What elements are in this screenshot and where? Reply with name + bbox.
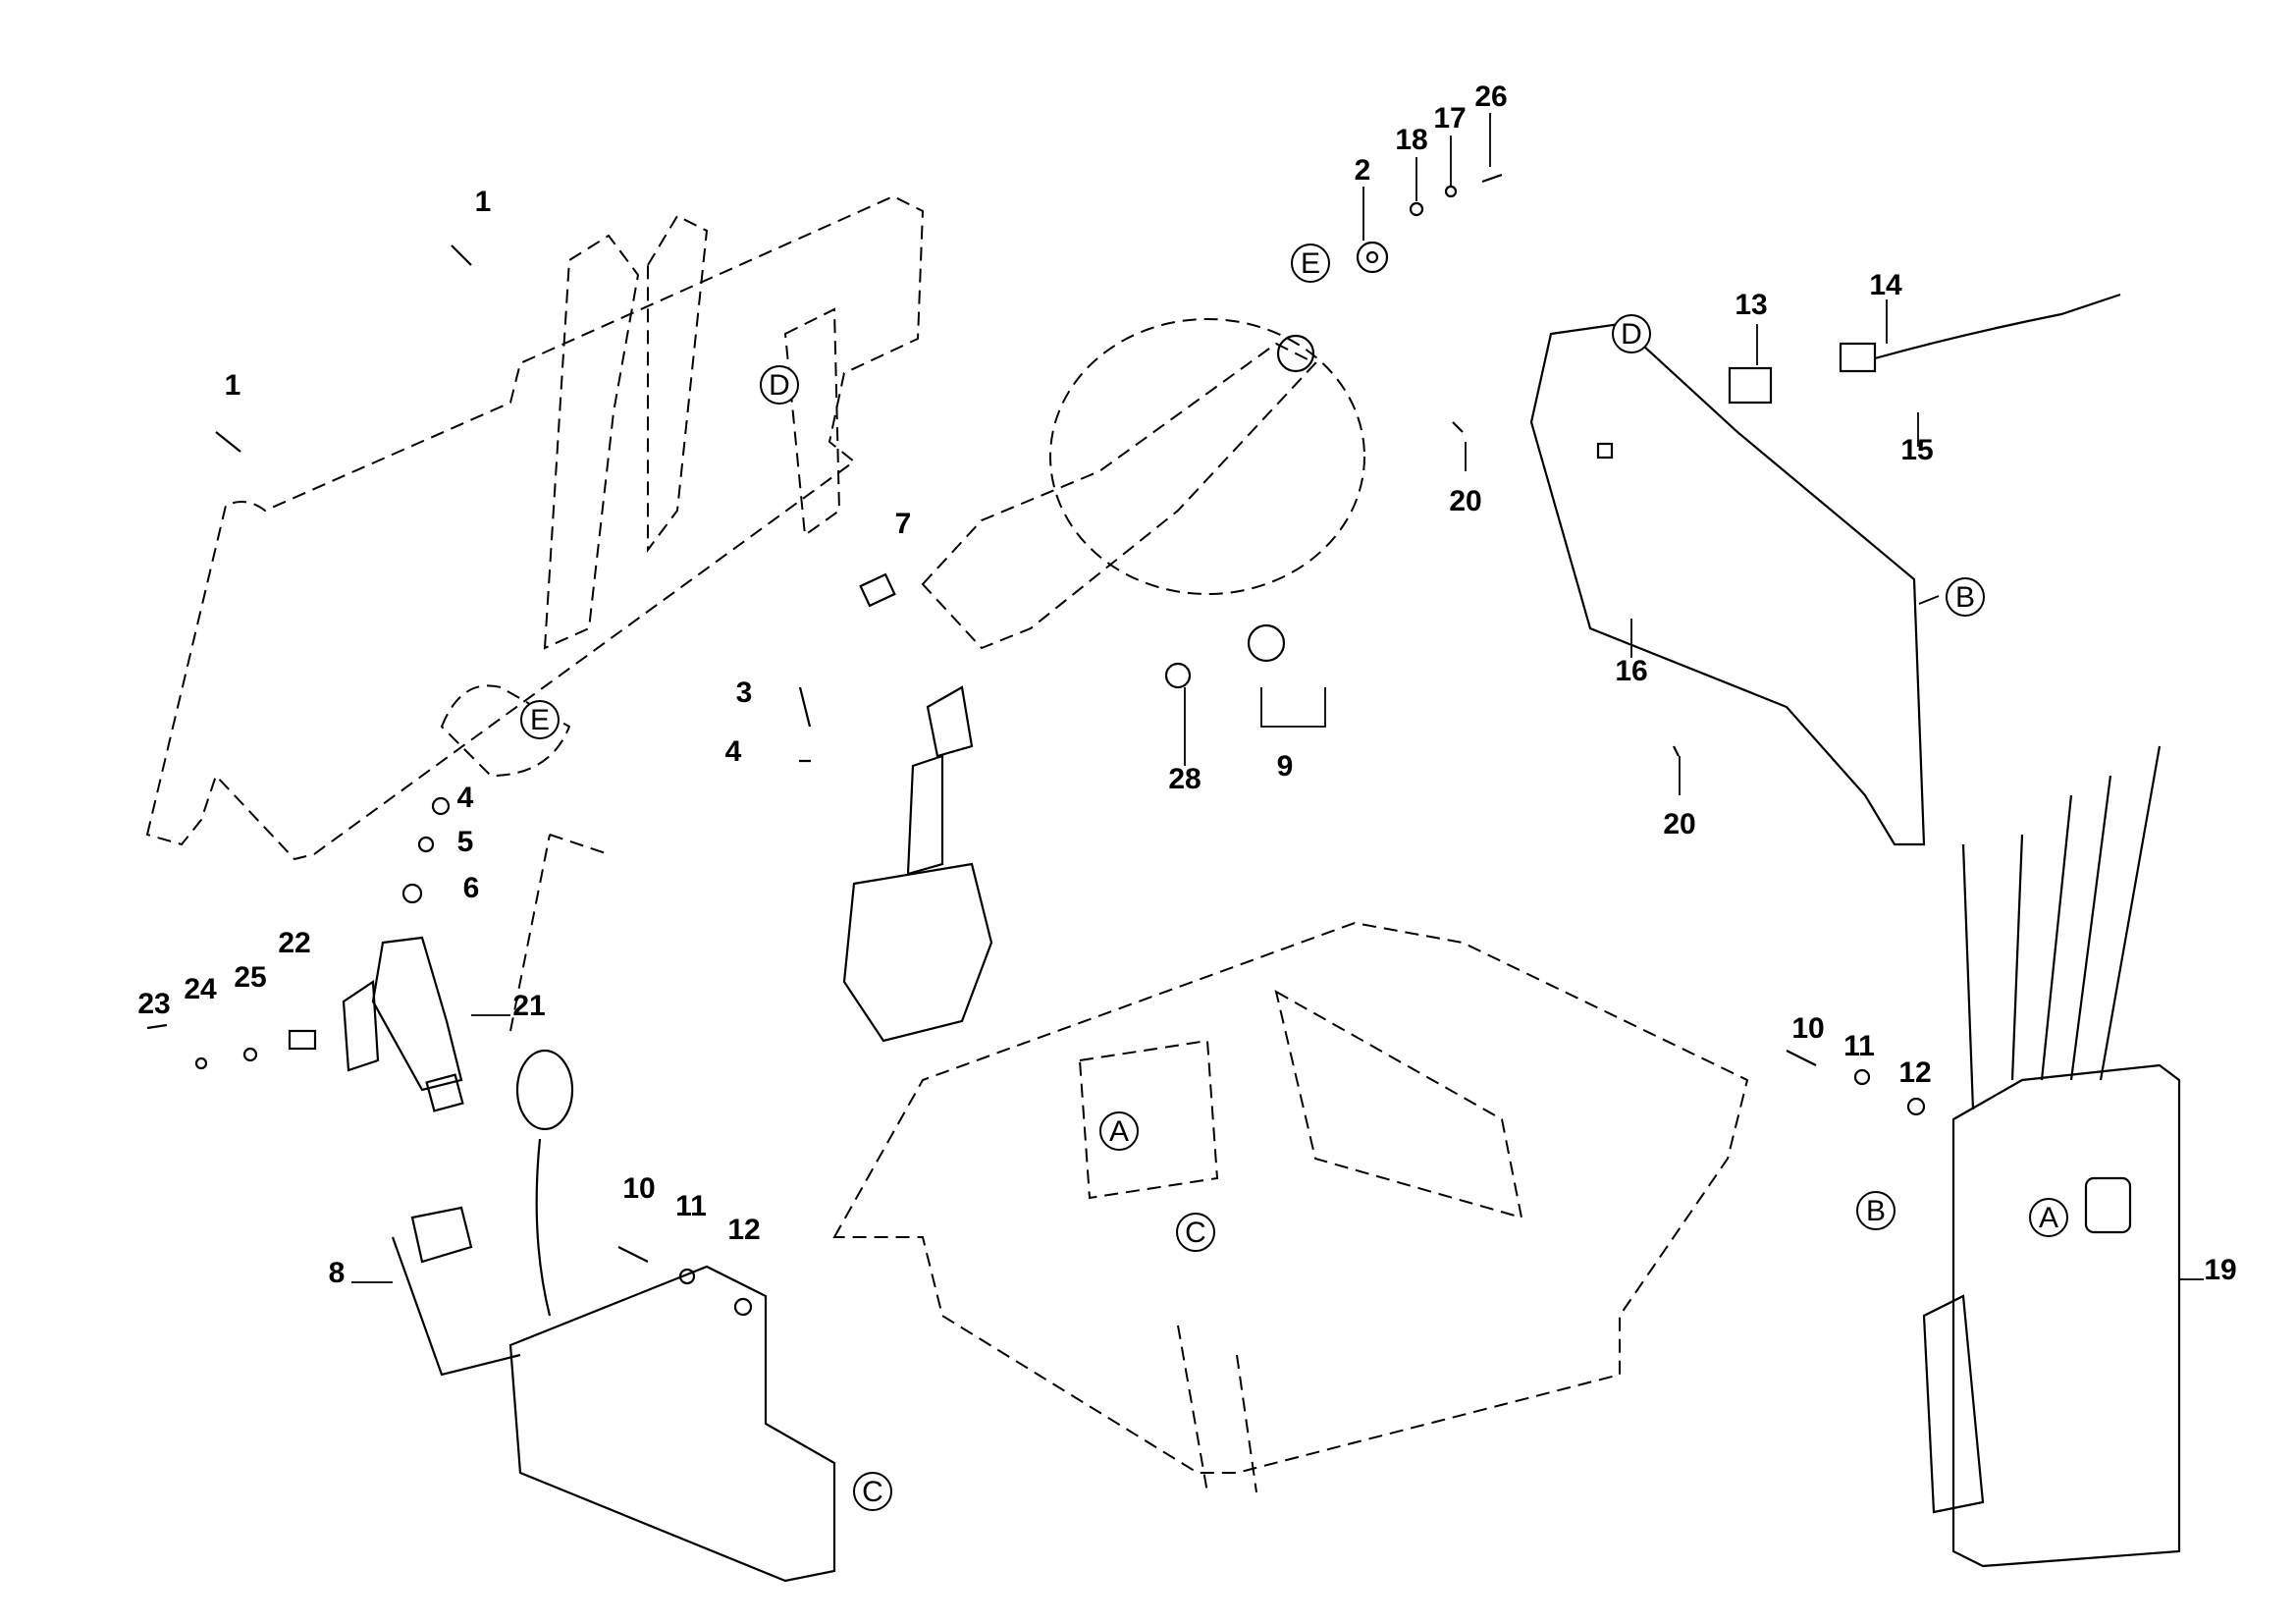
callout-3: 3: [736, 677, 753, 709]
callout-labels: 1123445678910111210111213141516171819202…: [137, 81, 2236, 1289]
svg-text:B: B: [1955, 581, 1975, 614]
svg-text:C: C: [1185, 1217, 1206, 1249]
callout-25: 25: [234, 961, 266, 994]
svg-text:D: D: [769, 369, 790, 402]
callout-16: 16: [1615, 655, 1647, 687]
callout-4a: 4: [725, 735, 742, 768]
connector-D: D: [1612, 314, 1651, 353]
svg-text:E: E: [1301, 247, 1320, 280]
connector-E: E: [1291, 244, 1330, 283]
callout-24: 24: [184, 973, 217, 1005]
svg-text:C: C: [862, 1476, 883, 1508]
callout-21: 21: [512, 990, 545, 1022]
callout-6: 6: [463, 872, 480, 904]
callout-28: 28: [1168, 763, 1201, 795]
control-valve-assembly: [1922, 745, 2181, 1568]
callout-13: 13: [1735, 289, 1767, 321]
callout-12b: 12: [1898, 1056, 1931, 1089]
callout-20a: 20: [1449, 485, 1481, 517]
callout-7: 7: [895, 508, 912, 540]
callout-11a: 11: [675, 1190, 707, 1222]
dash-frame-panel: [145, 194, 925, 1032]
callout-9: 9: [1277, 750, 1294, 783]
pedal-assembly: [391, 1049, 836, 1583]
callout-26: 26: [1474, 81, 1507, 113]
connector-B: B: [1946, 577, 1985, 617]
connector-C: C: [1176, 1213, 1215, 1252]
svg-text:B: B: [1866, 1195, 1886, 1227]
callout-8: 8: [329, 1257, 346, 1289]
callout-15: 15: [1900, 434, 1933, 466]
callout-10b: 10: [1791, 1012, 1824, 1045]
callout-11b: 11: [1843, 1030, 1875, 1062]
callout-14: 14: [1869, 269, 1902, 301]
connector-E: E: [520, 700, 560, 739]
callout-23: 23: [137, 988, 170, 1020]
callout-22: 22: [278, 927, 310, 959]
connector-D: D: [760, 365, 799, 405]
connector-C: C: [853, 1472, 892, 1511]
callout-20b: 20: [1663, 808, 1695, 840]
connector-markers: A A B B C C D D E E: [520, 244, 2068, 1511]
callout-4b: 4: [457, 782, 474, 814]
connector-A: A: [2029, 1198, 2068, 1237]
callout-17: 17: [1433, 102, 1466, 135]
callout-5: 5: [457, 826, 474, 858]
bracket-plate: [1529, 322, 1926, 846]
connector-A: A: [1099, 1111, 1139, 1151]
callout-2: 2: [1355, 154, 1371, 187]
callout-1a: 1: [475, 186, 492, 218]
svg-text:A: A: [2039, 1202, 2058, 1234]
callout-12a: 12: [727, 1214, 760, 1246]
callout-19: 19: [2204, 1254, 2236, 1286]
svg-text:E: E: [530, 704, 550, 736]
callout-18: 18: [1395, 124, 1427, 156]
brake-pedal: [342, 936, 464, 1112]
leader-lines: [351, 113, 2204, 1283]
callout-1b: 1: [225, 369, 241, 402]
small-hardware: [146, 173, 2121, 1317]
dash-floor-frame: [832, 921, 1749, 1493]
svg-text:A: A: [1109, 1115, 1129, 1148]
connector-B: B: [1856, 1191, 1896, 1230]
svg-text:D: D: [1621, 318, 1642, 351]
callout-10a: 10: [622, 1172, 655, 1205]
steering-column: [842, 318, 1365, 1043]
